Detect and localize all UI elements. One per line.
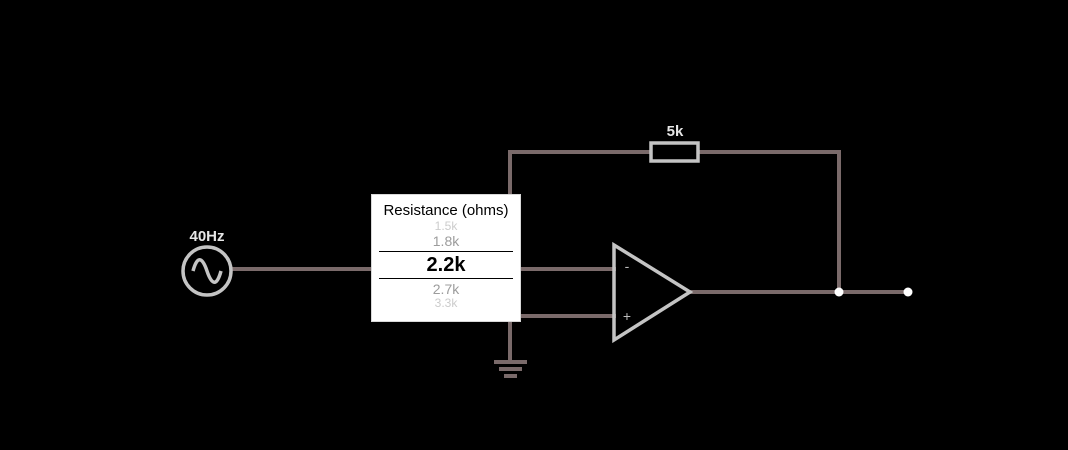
resistance-picker[interactable]: Resistance (ohms) 1.5k 1.8k 2.2k 2.7k 3.…: [371, 194, 521, 322]
resistance-option[interactable]: 3.3k: [434, 296, 458, 310]
feedback-resistor[interactable]: [649, 141, 700, 163]
resistance-picker-title: Resistance (ohms): [383, 202, 509, 219]
ground-symbol: [494, 360, 527, 378]
wire-feedback-left: [508, 150, 652, 271]
source-frequency-label: 40Hz: [189, 228, 224, 245]
output-terminal-node[interactable]: [903, 287, 913, 297]
resistance-option[interactable]: 1.5k: [434, 219, 458, 233]
resistance-option[interactable]: 2.7k: [432, 281, 460, 297]
resistance-option-selected[interactable]: 2.2k: [379, 251, 513, 279]
wire-noninverting-to-ground: [508, 314, 616, 362]
inverting-input-sign: -: [625, 258, 630, 274]
resistance-option[interactable]: 1.8k: [432, 233, 460, 249]
noninverting-input-sign: +: [623, 308, 631, 324]
wire-feedback-right: [697, 150, 841, 294]
op-amp[interactable]: [612, 241, 694, 344]
feedback-resistor-label: 5k: [667, 123, 684, 140]
output-junction-node[interactable]: [834, 287, 844, 297]
sine-wave-icon: [191, 258, 223, 284]
ac-source[interactable]: [181, 245, 233, 297]
